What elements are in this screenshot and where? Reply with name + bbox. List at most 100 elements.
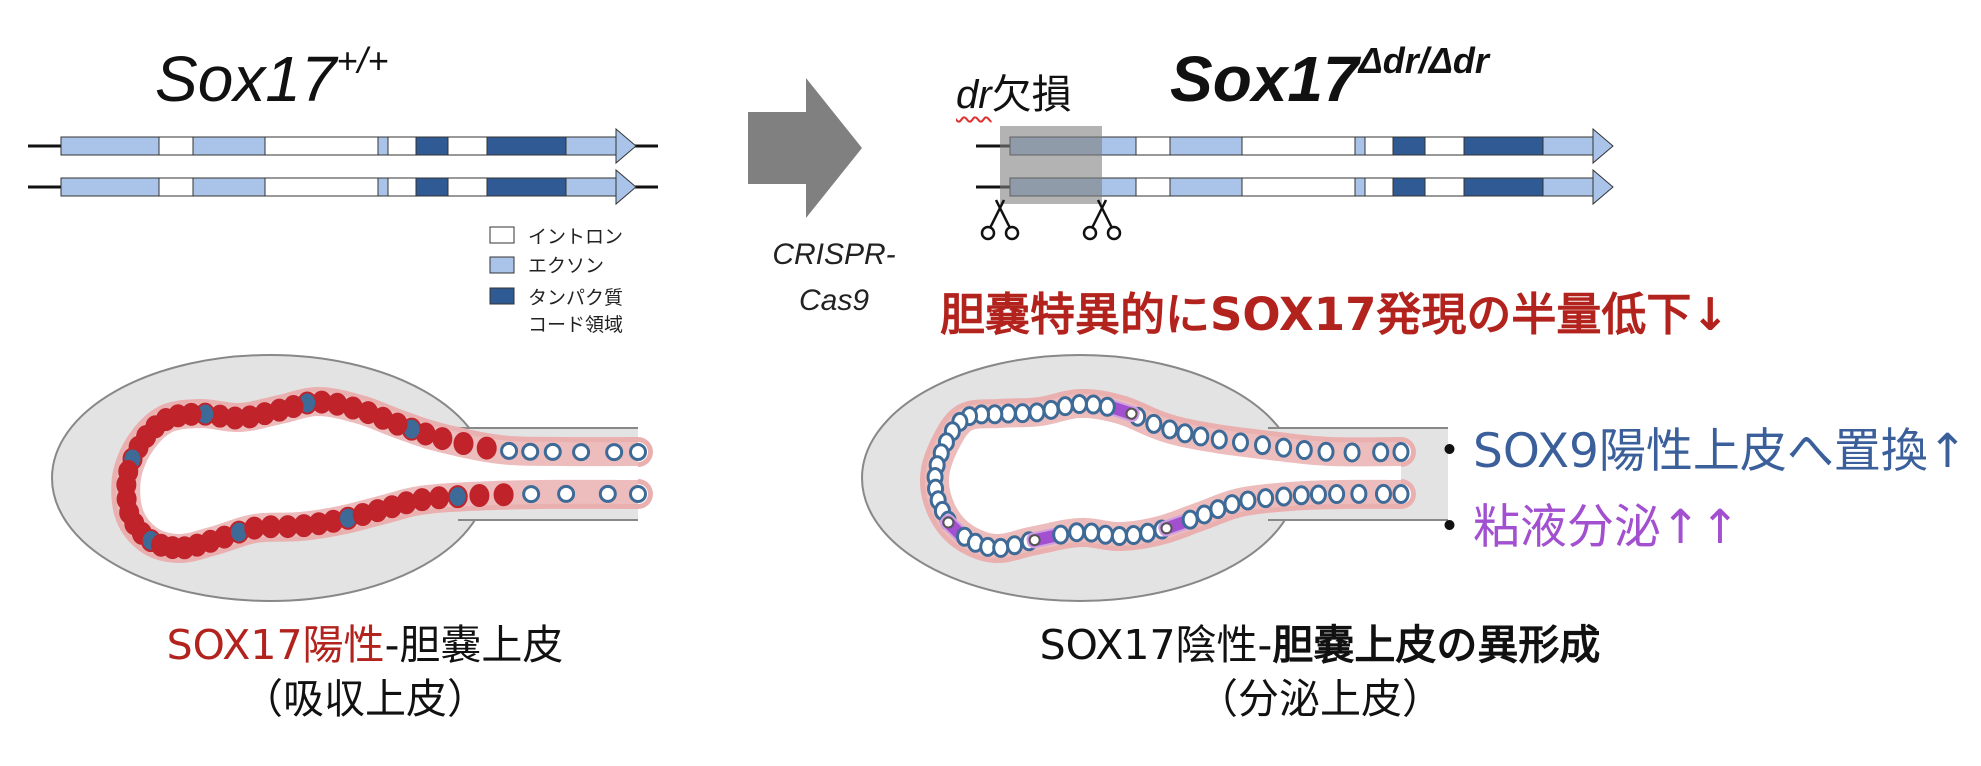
crispr-label-line2: Cas9: [798, 284, 870, 317]
legend-coding-swatch: [489, 287, 515, 305]
blue-epithelial-cell: [1295, 440, 1313, 461]
scissors-handle: [980, 225, 996, 241]
blue-epithelial-cell: [1257, 488, 1275, 509]
gene-arrowhead: [615, 168, 637, 206]
mucus-cell-nucleus: [942, 516, 955, 529]
legend-coding-label-2: コード領域: [528, 314, 624, 336]
caption-negative: SOX17陰性-: [1039, 621, 1273, 669]
blue-epithelial-cell: [1070, 394, 1088, 415]
gene-arrowhead: [1592, 168, 1614, 206]
blue-epithelial-cell: [1096, 524, 1114, 545]
coding-block: [1463, 177, 1544, 197]
exon-block: [1542, 177, 1594, 197]
blue-epithelial-cell: [572, 443, 591, 462]
scissors-blade: [1096, 199, 1114, 229]
intron-block: [264, 136, 379, 156]
mutant-gallbladder: [861, 354, 1448, 602]
scissors-blade: [988, 199, 1006, 229]
legend-coding-label-1: タンパク質: [528, 287, 624, 309]
blue-epithelial-cell: [629, 443, 647, 461]
red-epithelial-cell: [469, 484, 490, 508]
blue-epithelial-cell: [1056, 396, 1074, 417]
bullet-text: SOX9陽性上皮へ置換↑: [1473, 424, 1968, 479]
crispr-label-line1: CRISPR-: [772, 238, 896, 271]
blue-epithelial-cell: [521, 442, 540, 461]
blue-epithelial-cell: [1209, 499, 1227, 520]
blue-epithelial-cell: [1292, 485, 1310, 506]
blue-epithelial-cell: [1309, 484, 1327, 505]
mucus-cell-nucleus: [1125, 407, 1138, 420]
red-epithelial-cell: [412, 488, 433, 512]
intron-block: [1424, 177, 1465, 197]
intron-block: [264, 177, 379, 197]
coding-block: [1463, 136, 1544, 156]
coding-block: [415, 177, 449, 197]
intron-block: [1364, 136, 1394, 156]
big-arrow-icon: [748, 78, 862, 218]
intron-block: [447, 177, 488, 197]
blue-epithelial-cell: [500, 441, 519, 460]
scissors-blade: [994, 199, 1012, 229]
mucus-cell-nucleus: [1028, 534, 1041, 547]
blue-epithelial-cell: [1052, 524, 1070, 545]
genotype-superscript: +/+: [336, 39, 389, 81]
genotype-base: Sox17: [1170, 43, 1359, 115]
blue-epithelial-cell: [1350, 483, 1368, 504]
intron-block: [387, 177, 417, 197]
blue-epithelial-cell: [605, 443, 624, 462]
blue-epithelial-cell: [1239, 490, 1257, 511]
red-epithelial-cell: [429, 486, 450, 510]
blue-epithelial-cell: [1068, 522, 1086, 543]
scissors-blade: [1090, 199, 1108, 229]
wildtype-caption-line1: SOX17陽性-胆嚢上皮: [90, 618, 640, 672]
blue-epithelial-cell: [598, 484, 617, 503]
blue-epithelial-cell: [1014, 403, 1032, 424]
exon-block: [1169, 177, 1243, 197]
intron-block: [158, 136, 194, 156]
red-epithelial-cell: [260, 515, 281, 539]
coding-block: [486, 177, 567, 197]
blue-epithelial-cell: [1042, 399, 1060, 420]
blue-epithelial-cell: [1125, 525, 1143, 546]
intron-block: [1135, 177, 1171, 197]
exon-block: [565, 177, 617, 197]
lumen: [935, 404, 1401, 549]
bullet-sox9: ・SOX9陽性上皮へ置換↑: [1426, 412, 1967, 481]
blue-epithelial-cell: [1161, 419, 1179, 440]
deletion-shade: [1000, 126, 1102, 204]
exon-block: [377, 177, 389, 197]
blue-epithelial-cell: [522, 485, 541, 504]
wildtype-gallbladder: [51, 354, 653, 602]
scissors-handle: [1004, 225, 1020, 241]
scissors-icon: [1082, 199, 1122, 241]
scissors-handle: [1082, 225, 1098, 241]
blue-epithelial-cell: [1028, 402, 1046, 423]
blue-epithelial-cell: [1254, 435, 1272, 456]
blue-epithelial-cell: [1275, 486, 1293, 507]
blue-epithelial-cell: [1223, 494, 1241, 515]
exon-block: [565, 136, 617, 156]
blue-epithelial-cell: [1210, 429, 1228, 450]
exon-block: [192, 177, 266, 197]
blue-epithelial-cell: [1372, 442, 1390, 463]
mutant-genotype-label: Sox17Δdr/Δdr: [1170, 42, 1489, 116]
legend: [489, 226, 515, 305]
blue-epithelial-cell: [1195, 504, 1213, 525]
mucus-cell-nucleus: [1160, 522, 1173, 535]
exon-block: [1354, 177, 1366, 197]
red-epithelial-cell: [244, 516, 265, 540]
genotype-base: Sox17: [155, 43, 337, 115]
wildtype-caption: SOX17陽性-胆嚢上皮 （吸収上皮）: [90, 618, 640, 726]
blue-epithelial-cell: [1392, 484, 1410, 504]
mutant-caption-line1: SOX17陰性-胆嚢上皮の異形成: [960, 618, 1680, 672]
red-epithelial-cell: [453, 432, 474, 456]
blue-epithelial-cell: [557, 484, 576, 503]
blue-epithelial-cell: [1082, 522, 1100, 543]
caption-positive: SOX17陽性: [166, 621, 385, 669]
gene-arrowhead: [1592, 127, 1614, 165]
deletion-word: 欠損: [991, 72, 1072, 118]
mutant-caption-line2: （分泌上皮）: [1197, 675, 1443, 723]
gene-arrowhead: [615, 127, 637, 165]
